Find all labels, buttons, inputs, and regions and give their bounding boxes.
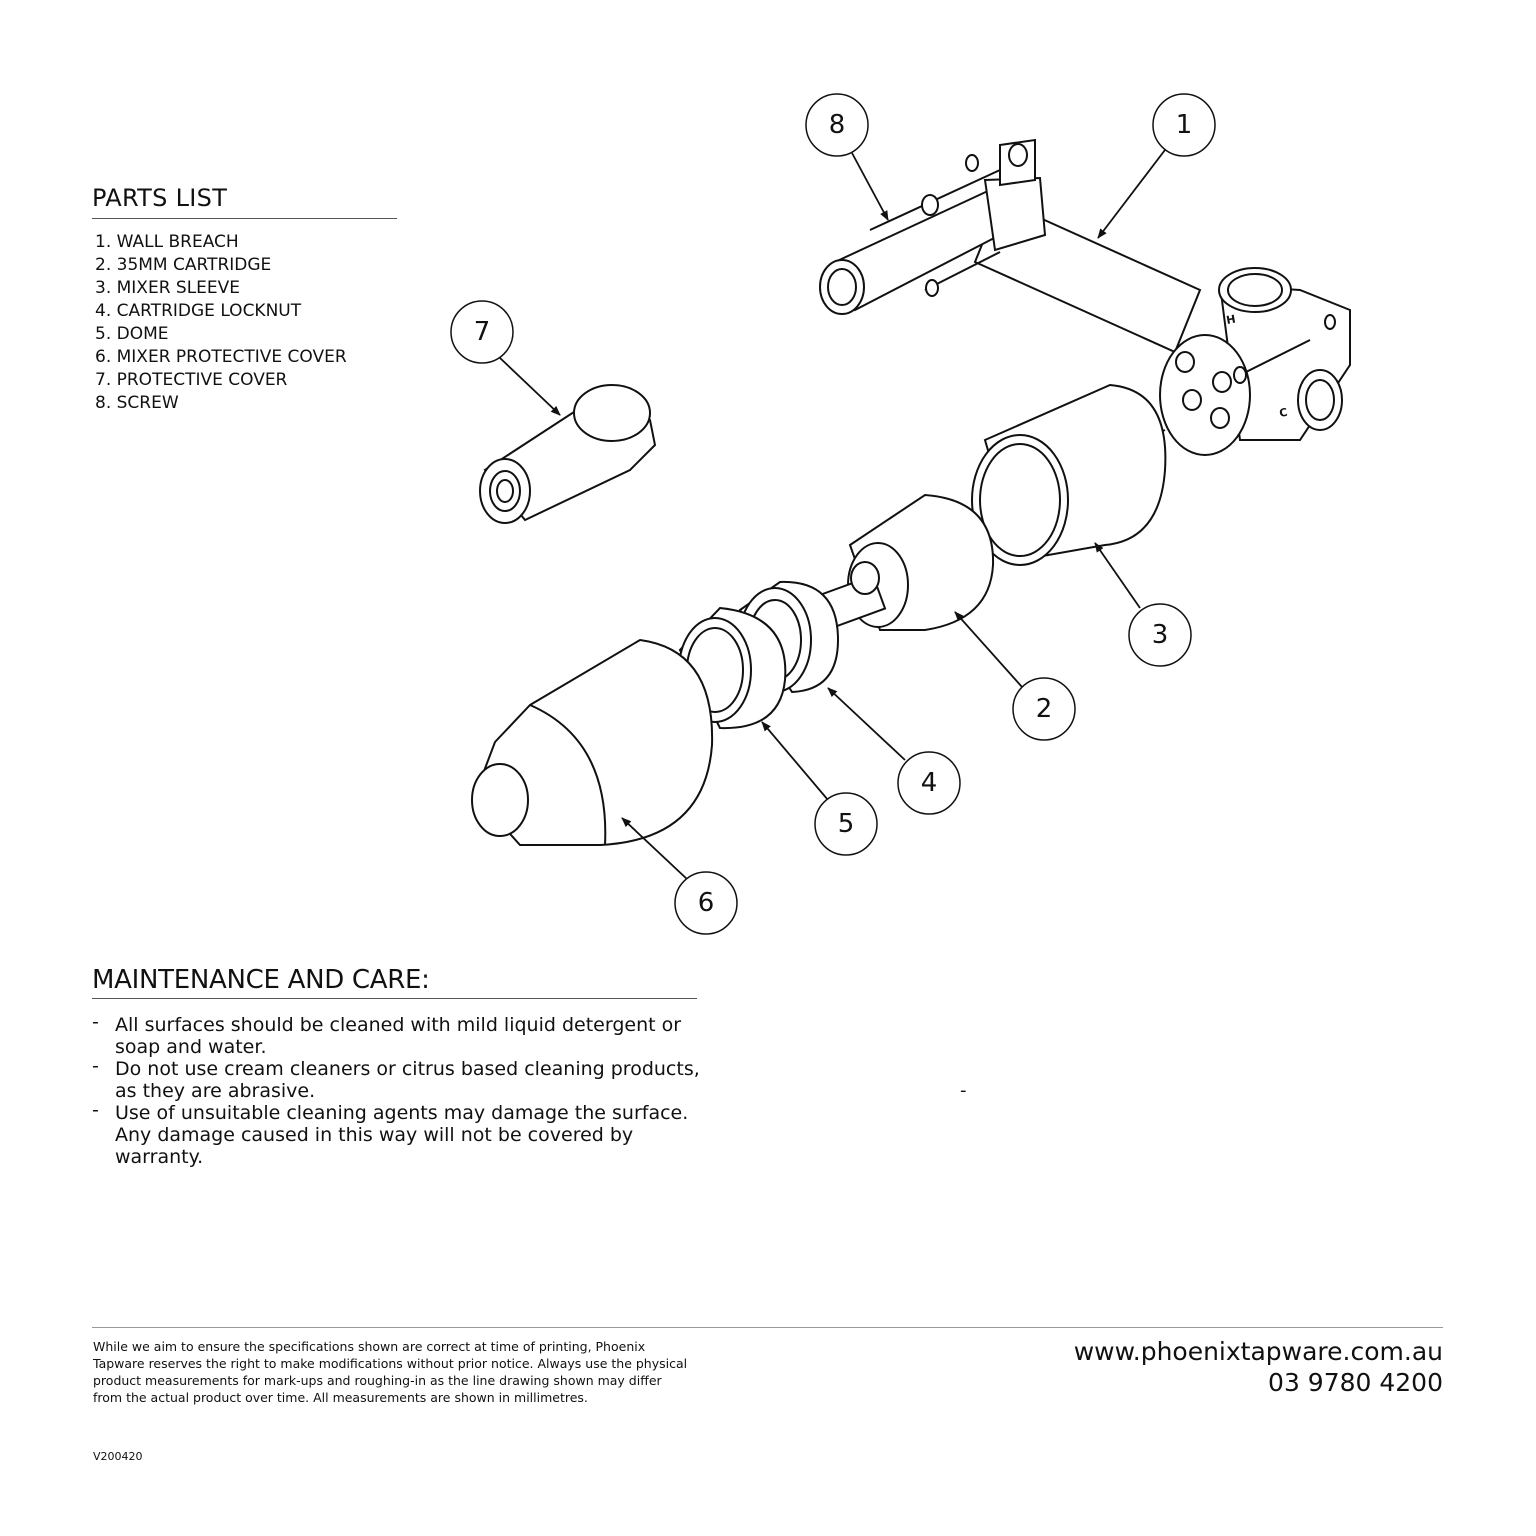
maintenance-item-text: Use of unsuitable cleaning agents may da… xyxy=(115,1102,689,1168)
leader-lines xyxy=(499,145,1169,881)
callout-label-6: 6 xyxy=(698,888,715,918)
callout-circle-5 xyxy=(814,792,878,856)
wall-breach-drawing xyxy=(819,138,1351,456)
maintenance-divider xyxy=(92,998,697,999)
leader-8 xyxy=(851,152,889,221)
leader-2 xyxy=(954,611,1023,688)
parts-list-item: 7. PROTECTIVE COVER xyxy=(95,370,288,390)
cold-marking: C xyxy=(1278,406,1288,420)
callout-circle-3 xyxy=(1128,603,1192,667)
version-code: V200420 xyxy=(93,1450,143,1463)
phone-number: 03 9780 4200 xyxy=(1268,1368,1443,1397)
stray-mark: - xyxy=(960,1080,967,1101)
leader-7 xyxy=(499,357,561,416)
callout-circle-2 xyxy=(1012,677,1076,741)
footer-divider xyxy=(92,1327,1443,1328)
callout-circle-7 xyxy=(450,300,514,364)
callout-label-2: 2 xyxy=(1036,694,1053,724)
parts-list-item: 5. DOME xyxy=(95,324,169,344)
leader-1 xyxy=(1097,145,1169,239)
callout-circle-6 xyxy=(674,871,738,935)
mixer-protective-cover-drawing xyxy=(471,638,714,846)
parts-list-item: 8. SCREW xyxy=(95,393,179,413)
parts-list-item: 2. 35MM CARTRIDGE xyxy=(95,255,272,275)
leader-4 xyxy=(827,687,906,761)
mixer-sleeve-drawing xyxy=(971,383,1167,566)
callout-label-5: 5 xyxy=(838,809,855,839)
leader-5 xyxy=(761,721,829,801)
parts-list-divider xyxy=(92,218,397,219)
leader-6 xyxy=(621,817,689,881)
callout-circle-4 xyxy=(897,751,961,815)
callout-circle-8 xyxy=(805,93,869,157)
hot-marking: H xyxy=(1225,313,1236,327)
parts-list-title: PARTS LIST xyxy=(92,184,228,212)
callout-label-3: 3 xyxy=(1152,620,1169,650)
callout-label-7: 7 xyxy=(474,317,491,347)
website-link[interactable]: www.phoenixtapware.com.au xyxy=(1073,1337,1443,1366)
disclaimer-text: While we aim to ensure the specification… xyxy=(93,1339,688,1405)
callout-label-1: 1 xyxy=(1176,110,1193,140)
maintenance-item: - Do not use cream cleaners or citrus ba… xyxy=(92,1055,702,1102)
bullet-dash: - xyxy=(92,1011,99,1033)
parts-list-item: 6. MIXER PROTECTIVE COVER xyxy=(95,347,347,367)
parts-list-item: 4. CARTRIDGE LOCKNUT xyxy=(95,301,302,321)
maintenance-item-text: Do not use cream cleaners or citrus base… xyxy=(115,1058,700,1102)
callout-label-4: 4 xyxy=(921,768,938,798)
protective-cover-drawing xyxy=(479,384,657,524)
callout-label-8: 8 xyxy=(829,110,846,140)
parts-list-item: 3. MIXER SLEEVE xyxy=(95,278,241,298)
bullet-dash: - xyxy=(92,1055,99,1077)
parts-list-item: 1. WALL BREACH xyxy=(95,232,239,252)
maintenance-item: - All surfaces should be cleaned with mi… xyxy=(92,1011,702,1058)
leader-3 xyxy=(1094,542,1141,609)
maintenance-item-text: All surfaces should be cleaned with mild… xyxy=(115,1014,682,1058)
cartridge-drawing xyxy=(820,493,995,631)
maintenance-list: - All surfaces should be cleaned with mi… xyxy=(92,1011,702,1168)
callout-circle-1 xyxy=(1152,93,1216,157)
bullet-dash: - xyxy=(92,1099,99,1121)
parts-list: 1. WALL BREACH 2. 35MM CARTRIDGE 3. MIXE… xyxy=(95,231,347,415)
maintenance-item: - Use of unsuitable cleaning agents may … xyxy=(92,1099,702,1168)
maintenance-title: MAINTENANCE AND CARE: xyxy=(92,965,430,995)
